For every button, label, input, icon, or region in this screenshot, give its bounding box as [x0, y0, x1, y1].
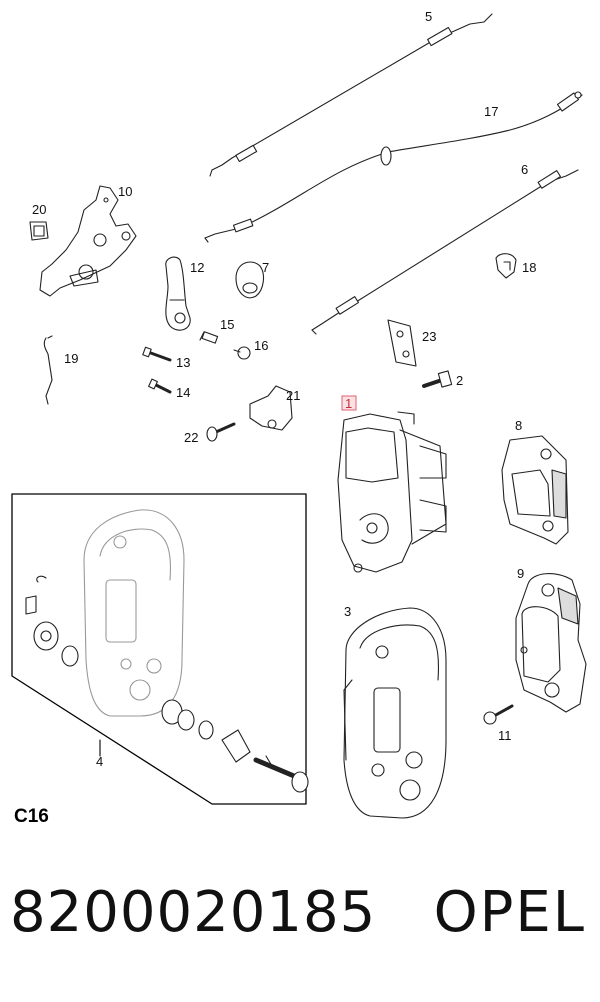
clip-20 [30, 222, 48, 240]
callout-10[interactable]: 10 [118, 184, 132, 199]
callout-2[interactable]: 2 [456, 373, 463, 388]
bracket-9 [516, 574, 586, 712]
callout-1-box [341, 395, 357, 411]
callout-6[interactable]: 6 [521, 162, 528, 177]
cap-7 [236, 262, 263, 298]
callout-16[interactable]: 16 [254, 338, 268, 353]
lever-12 [166, 257, 190, 330]
lock-cylinder-parts [26, 576, 308, 792]
part-info-footer: 8200020185 OPEL [0, 880, 600, 960]
cover-3 [344, 608, 446, 818]
callout-13[interactable]: 13 [176, 355, 190, 370]
callout-5[interactable]: 5 [425, 9, 432, 24]
bracket-10 [40, 186, 136, 296]
section-code: C16 [14, 806, 49, 827]
callout-18[interactable]: 18 [522, 260, 536, 275]
callout-8[interactable]: 8 [515, 418, 522, 433]
screw-15 [200, 332, 218, 343]
bracket-8 [502, 436, 568, 544]
brand-name: OPEL [433, 880, 586, 945]
callout-labels: 5 17 6 10 20 12 7 18 15 16 23 19 13 14 2… [14, 9, 536, 827]
rod-19 [44, 336, 52, 404]
part-number: 8200020185 [10, 880, 377, 945]
clip-18 [496, 254, 516, 278]
screw-2 [424, 371, 452, 387]
callout-1[interactable]: 1 [345, 396, 352, 411]
cable-17 [205, 92, 582, 242]
callout-20[interactable]: 20 [32, 202, 46, 217]
cable-6 [312, 170, 578, 334]
callout-19[interactable]: 19 [64, 351, 78, 366]
screw-22 [207, 424, 234, 441]
screw-11 [484, 706, 512, 724]
callout-3[interactable]: 3 [344, 604, 351, 619]
callout-11[interactable]: 11 [498, 728, 512, 743]
callout-9[interactable]: 9 [517, 566, 524, 581]
callout-14[interactable]: 14 [176, 385, 190, 400]
group-4-frame [12, 494, 306, 804]
callout-17[interactable]: 17 [484, 104, 498, 119]
callout-7[interactable]: 7 [262, 260, 269, 275]
bracket-21 [250, 386, 292, 430]
callout-22[interactable]: 22 [184, 430, 198, 445]
cover-4 [84, 510, 184, 716]
callout-21[interactable]: 21 [286, 388, 300, 403]
callout-15[interactable]: 15 [220, 317, 234, 332]
callout-23[interactable]: 23 [422, 329, 436, 344]
door-lock-1 [338, 412, 446, 572]
screw-14 [149, 379, 170, 392]
cable-5 [210, 14, 492, 176]
plug-16 [234, 347, 250, 359]
callout-4[interactable]: 4 [96, 754, 103, 769]
callout-12[interactable]: 12 [190, 260, 204, 275]
plate-23 [388, 320, 416, 366]
screw-13 [143, 347, 170, 360]
